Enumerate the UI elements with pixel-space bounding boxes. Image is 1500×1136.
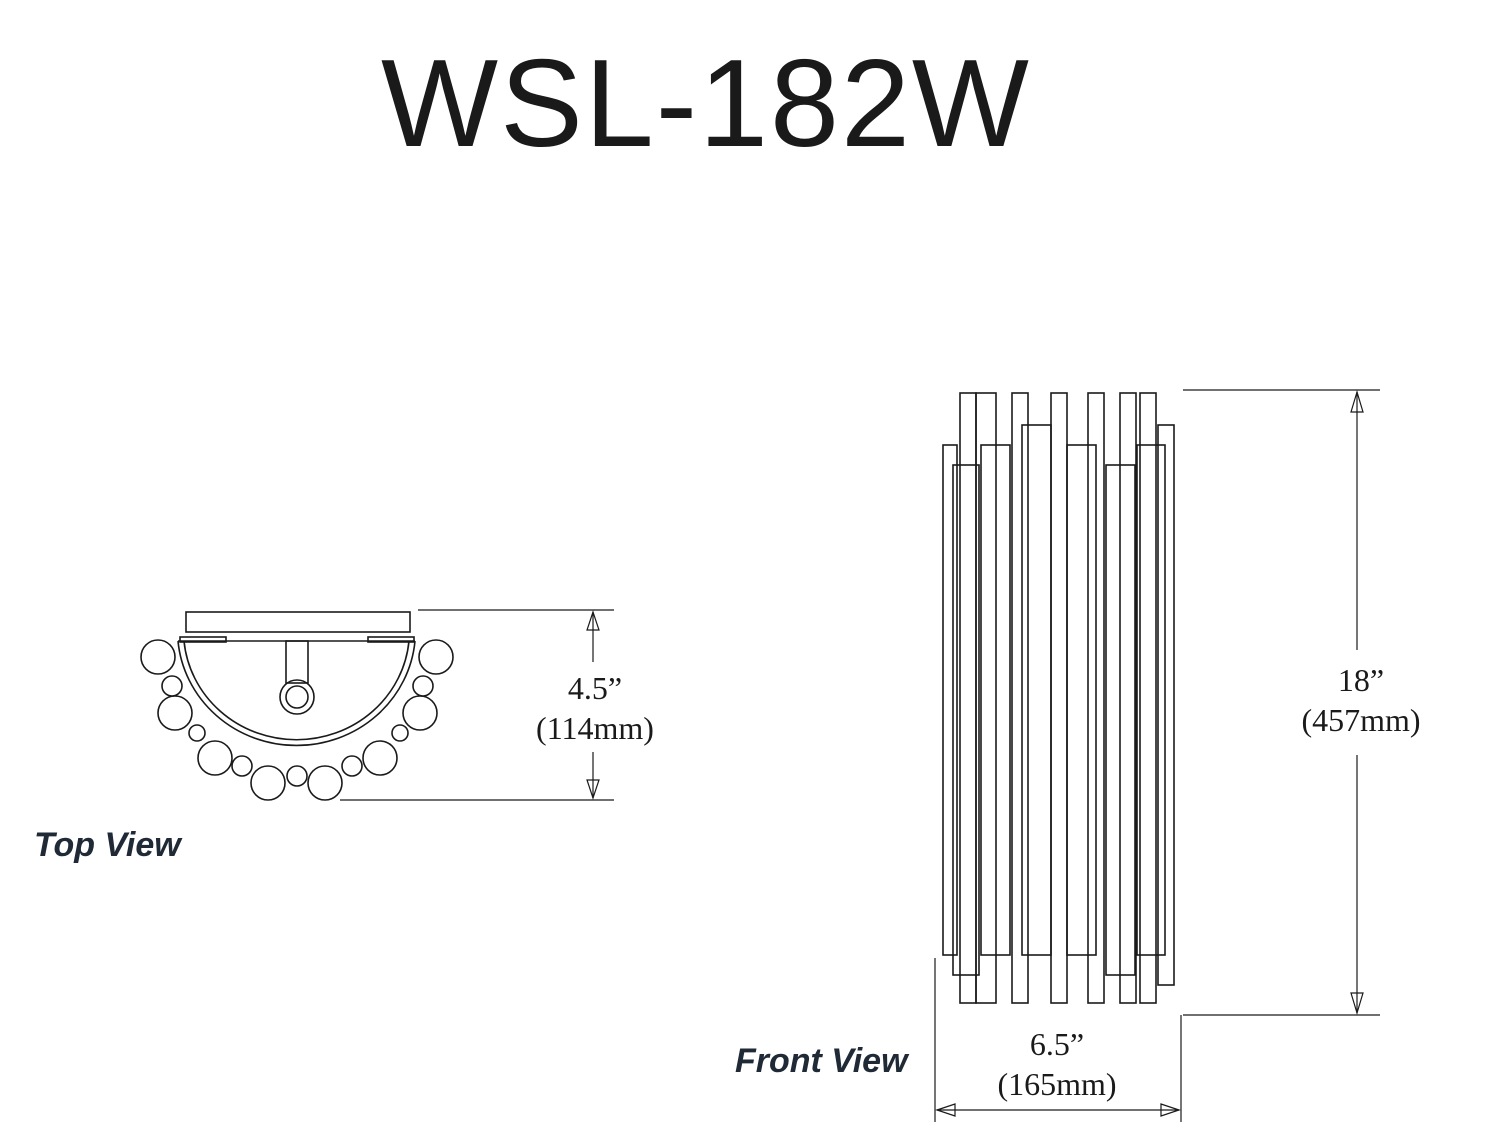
front-height-label: 18” (457mm) — [1294, 660, 1428, 740]
model-title: WSL-182W — [381, 35, 1031, 173]
top-view-drawing — [140, 609, 614, 801]
top-depth-metric: (114mm) — [536, 710, 654, 746]
glass-bars — [942, 392, 1175, 1004]
front-view-label: Front View — [735, 1042, 908, 1080]
crystal-balls — [140, 639, 454, 801]
front-height-metric: (457mm) — [1301, 702, 1421, 738]
front-width-imperial: 6.5” — [1029, 1026, 1085, 1062]
top-view-label: Top View — [34, 826, 181, 864]
front-width-metric: (165mm) — [997, 1066, 1117, 1102]
front-view-drawing — [934, 389, 1380, 1122]
top-depth-imperial: 4.5” — [567, 670, 623, 706]
socket-stem — [285, 640, 309, 684]
top-depth-label: 4.5” (114mm) — [528, 668, 662, 748]
socket-ring — [279, 679, 315, 715]
half-bowl — [177, 640, 416, 747]
front-height-imperial: 18” — [1337, 662, 1385, 698]
front-width-label: 6.5” (165mm) — [990, 1024, 1124, 1104]
mounting-plate — [185, 611, 411, 633]
